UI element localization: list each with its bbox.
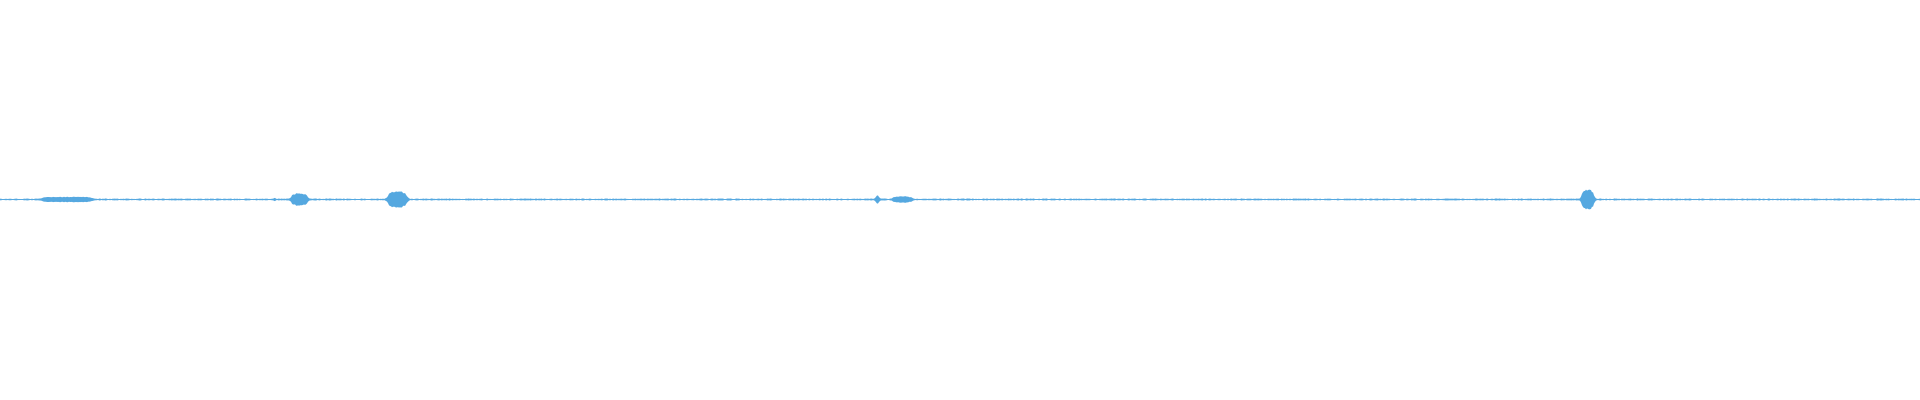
waveform-trace	[0, 189, 1920, 210]
